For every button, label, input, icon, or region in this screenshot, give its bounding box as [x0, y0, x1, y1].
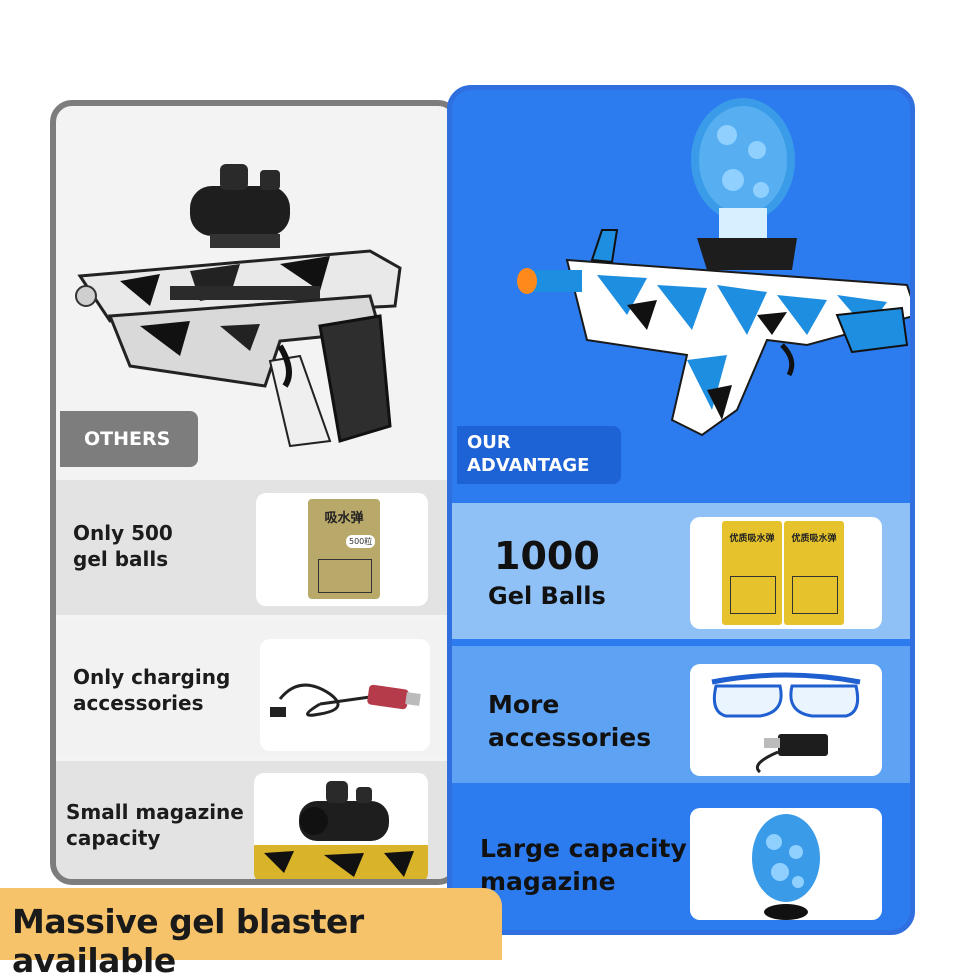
yellow-bag-1-box: [730, 576, 776, 614]
others-row1-line2: gel balls: [73, 547, 169, 572]
small-magazine-thumb: [254, 773, 428, 879]
rifle-image: [517, 98, 910, 437]
advantage-row2-line2: accessories: [488, 723, 652, 752]
yellow-bag-2-label: 优质吸水弹: [791, 534, 837, 544]
hopper-icon: [752, 814, 820, 920]
others-row2-line1: Only charging: [73, 665, 231, 689]
yellow-bag-2: 优质吸水弹: [784, 521, 844, 625]
others-row-gel-balls: Only 500 gel balls 吸水弹 500粒: [56, 480, 454, 615]
charging-cable-thumb: [260, 639, 430, 751]
goggles-charger-icon: [711, 672, 861, 774]
yellow-bag-1: 优质吸水弹: [722, 521, 782, 625]
others-row-magazine: Small magazine capacity: [56, 761, 454, 879]
yellow-bag-1-label: 优质吸水弹: [729, 534, 775, 544]
gel-ball-bags-thumb: 优质吸水弹 优质吸水弹: [690, 517, 882, 629]
goggles-charger-thumb: [690, 664, 882, 776]
scope-magazine-icon: [254, 781, 428, 879]
others-tag: OTHERS: [60, 411, 198, 467]
bottom-banner-text: Massive gel blaster available: [12, 902, 364, 980]
others-panel: OTHERS Only 500 gel balls 吸水弹 500粒 Only …: [50, 100, 460, 885]
bottom-banner: Massive gel blaster available: [0, 888, 502, 980]
large-magazine-thumb: [690, 808, 882, 920]
gel-ball-label: Gel Balls: [488, 582, 606, 610]
advantage-row-magazine: Large capacity magazine: [452, 790, 910, 930]
advantage-row-gel-balls: 1000 Gel Balls 优质吸水弹 优质吸水弹: [452, 503, 910, 639]
advantage-row3-line1: Large capacity: [480, 834, 687, 863]
others-row1-line1: Only 500: [73, 521, 173, 545]
bag-count-label: 500粒: [346, 535, 376, 548]
gel-ball-bag-thumb: 吸水弹 500粒: [256, 493, 428, 606]
gel-ball-count: 1000: [494, 534, 600, 578]
advantage-panel: OUR ADVANTAGE 1000 Gel Balls 优质吸水弹 优质吸水弹…: [447, 85, 915, 935]
advantage-row2-line1: More: [488, 690, 560, 719]
advantage-row-accessories: More accessories: [452, 646, 910, 783]
yellow-bag-2-box: [792, 576, 838, 614]
advantage-row3-line2: magazine: [480, 867, 616, 896]
advantage-tag: OUR ADVANTAGE: [457, 426, 621, 484]
bag-brand-label: 吸水弹: [324, 511, 364, 526]
others-row3-line1: Small magazine: [66, 800, 244, 824]
advantage-tag-line1: OUR: [467, 432, 511, 453]
others-row-accessories: Only charging accessories: [56, 621, 454, 756]
others-row2-line2: accessories: [73, 691, 204, 716]
bag-warning-box: [318, 559, 372, 593]
others-row3-line2: capacity: [66, 826, 161, 851]
others-tag-label: OTHERS: [84, 428, 171, 450]
advantage-tag-line2: ADVANTAGE: [467, 454, 590, 476]
pistol-image: [75, 164, 402, 448]
gel-ball-bag: 吸水弹 500粒: [308, 499, 380, 599]
charging-cable-icon: [270, 683, 421, 717]
